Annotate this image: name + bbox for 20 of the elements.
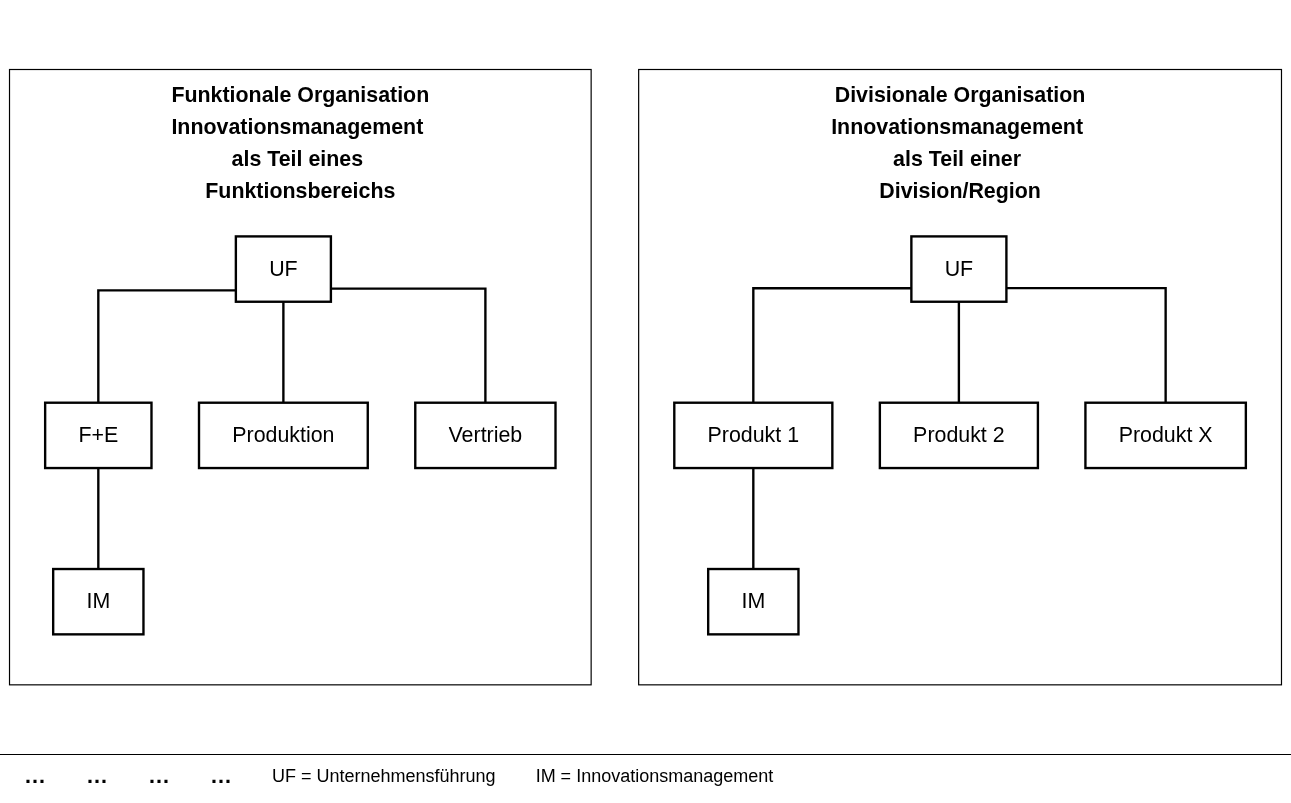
node-box: Vertrieb bbox=[414, 401, 557, 470]
ellipsis-mark: … bbox=[148, 763, 170, 789]
connector bbox=[752, 286, 912, 403]
node-box: Produktion bbox=[197, 401, 369, 470]
connector bbox=[330, 287, 487, 403]
ellipsis-mark: … bbox=[86, 763, 108, 789]
node-box: F+E bbox=[43, 401, 153, 470]
node-box: Produkt X bbox=[1084, 401, 1248, 470]
connector bbox=[1006, 286, 1167, 403]
abbreviation-note: IM = Innovationsmanagement bbox=[535, 765, 774, 787]
node-box: UF bbox=[910, 235, 1008, 303]
node-box: UF bbox=[234, 235, 333, 303]
node-box: IM bbox=[52, 567, 145, 636]
node-box: Produkt 2 bbox=[878, 401, 1040, 470]
ellipsis-mark: … bbox=[210, 763, 232, 789]
node-box: IM bbox=[707, 567, 800, 636]
connector bbox=[97, 289, 236, 403]
node-box: Produkt 1 bbox=[673, 401, 834, 470]
abbreviation-note: UF = Unternehmensführung bbox=[272, 765, 496, 787]
ellipsis-mark: … bbox=[24, 763, 46, 789]
